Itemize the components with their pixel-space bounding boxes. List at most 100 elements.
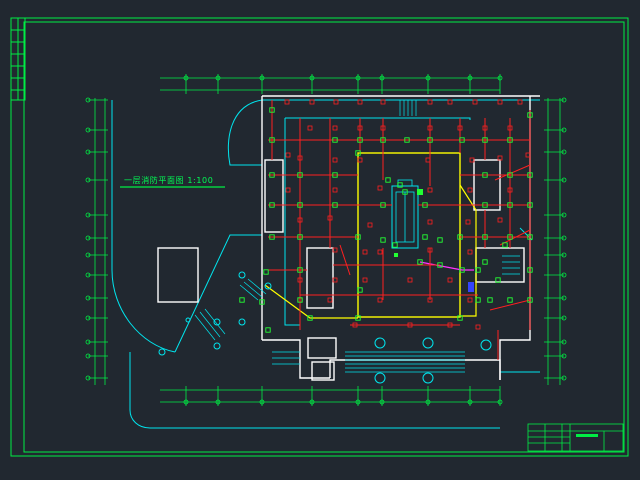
sprinkler-head [309, 99, 315, 105]
axis-bubble [309, 399, 315, 405]
inner-north [285, 117, 471, 120]
fire-device [487, 297, 493, 303]
axis-bubble [561, 212, 567, 218]
columns [158, 271, 492, 384]
axis-bubble [497, 75, 503, 81]
sprinkler-head [357, 125, 363, 131]
sprinkler-head [332, 187, 338, 193]
sprinkler-head [285, 152, 291, 158]
axis-bubble [561, 127, 567, 133]
sprinkler-head [472, 99, 478, 105]
axis-bubble [85, 212, 91, 218]
sprinkler-head [307, 125, 313, 131]
fire-device [437, 262, 443, 268]
fire-device [239, 297, 245, 303]
sprinkler-head [367, 222, 373, 228]
sprinkler-head [285, 187, 291, 193]
axis-bubble [561, 97, 567, 103]
sprinkler-head [507, 125, 513, 131]
sprinkler-head [447, 99, 453, 105]
sprinkler-head [297, 217, 303, 223]
sprinkler-head [327, 297, 333, 303]
drawing-title: 一层消防平面图 1:100 [124, 176, 214, 185]
fire-device [269, 107, 275, 113]
sprinkler-head [427, 219, 433, 225]
stair-south [311, 361, 335, 381]
sprinkler-head [333, 99, 339, 105]
sprinkler-head [447, 277, 453, 283]
sprinkler-head [427, 297, 433, 303]
fire-device [422, 202, 428, 208]
axis-bubble [215, 399, 221, 405]
lift-lobby-south [307, 337, 337, 359]
fire-device [355, 150, 361, 156]
stair-hatching [194, 100, 520, 373]
south-curve [129, 352, 500, 429]
fire-device [380, 137, 386, 143]
fire-device [507, 137, 513, 143]
fire-device [495, 277, 501, 283]
axis-ticks [85, 74, 567, 406]
special-circuit [419, 261, 474, 271]
sprinkler-head [284, 99, 290, 105]
fire-device [417, 259, 423, 265]
fire-device [297, 234, 303, 240]
axis-bubble [497, 399, 503, 405]
sprinkler-head [380, 125, 386, 131]
axis-bubble [85, 127, 91, 133]
sprinkler-head [497, 99, 503, 105]
fire-device [527, 172, 533, 178]
fire-devices [239, 107, 533, 333]
fire-device [269, 172, 275, 178]
sprinkler-head [362, 277, 368, 283]
sprinkler-head [407, 322, 413, 328]
sprinkler-head [380, 99, 386, 105]
sprinkler-head [407, 277, 413, 283]
atrium-zone [357, 152, 461, 318]
axis-bubble [85, 235, 91, 241]
west-curve [111, 100, 176, 353]
axis-bubble [467, 75, 473, 81]
sprinkler-head [525, 152, 531, 158]
fire-device [502, 242, 508, 248]
central-atrium [264, 152, 477, 319]
fire-device [507, 234, 513, 240]
sprinkler-heads [284, 99, 531, 330]
fire-device [297, 202, 303, 208]
sprinkler-head [427, 125, 433, 131]
sprinkler-head [352, 322, 358, 328]
east-core-mid [475, 247, 525, 283]
fire-device [332, 172, 338, 178]
axis-bubble [85, 295, 91, 301]
fire-device [357, 287, 363, 293]
fire-device [269, 137, 275, 143]
sprinkler-head [467, 187, 473, 193]
fire-device [265, 327, 271, 333]
fire-device [527, 234, 533, 240]
axis-bubble [183, 399, 189, 405]
sprinkler-head [332, 157, 338, 163]
fire-device [380, 202, 386, 208]
sprinkler-head [447, 322, 453, 328]
fire-device [397, 182, 403, 188]
pipe-network [268, 100, 531, 360]
sprinkler-head [482, 125, 488, 131]
fire-device [357, 137, 363, 143]
fire-device [402, 189, 408, 195]
axis-bubble [561, 295, 567, 301]
axis-bubble [85, 272, 91, 278]
sprinkler-head [297, 155, 303, 161]
sprinkler-head [465, 219, 471, 225]
sprinkler-head [507, 187, 513, 193]
fire-device [355, 315, 361, 321]
axis-bubble [425, 399, 431, 405]
fire-device [507, 202, 513, 208]
sprinkler-head [497, 155, 503, 161]
fire-device [459, 137, 465, 143]
fire-device [437, 237, 443, 243]
sprinkler-head [427, 99, 433, 105]
fire-device [259, 299, 265, 305]
sprinkler-head [457, 125, 463, 131]
axis-bubble [561, 353, 567, 359]
